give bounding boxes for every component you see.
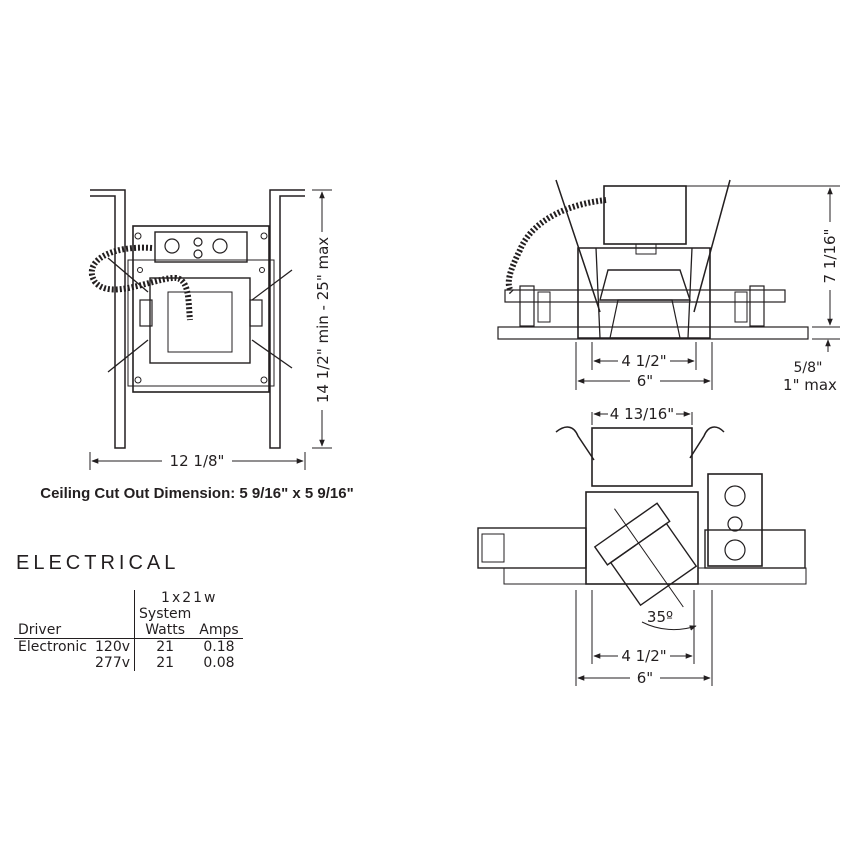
table-row: 277v 21 0.08 bbox=[14, 655, 243, 671]
voltage-cell: 120v bbox=[95, 639, 131, 655]
watts-header: Watts bbox=[134, 622, 196, 639]
side-height-label: 7 1/16" bbox=[821, 229, 839, 284]
watts-cell: 21 bbox=[134, 638, 196, 655]
driver-cell: Electronic bbox=[18, 639, 88, 655]
ceiling-max-label: 1" max bbox=[783, 376, 837, 394]
ceiling-min-label: 5/8" bbox=[794, 360, 823, 376]
tilt-outer-width-label: 6" bbox=[637, 669, 653, 687]
tilt-angle-label: 35º bbox=[647, 608, 673, 626]
table-row: System bbox=[14, 606, 243, 622]
side-outer-width-label: 6" bbox=[637, 372, 653, 390]
plan-width-label: 12 1/8" bbox=[170, 452, 225, 470]
electrical-table: 1x21w System Driver Watts Amps Electroni… bbox=[14, 590, 243, 671]
side-view: 4 1/2" 6" 7 1/16" 5/8" 1" max bbox=[497, 179, 840, 394]
system-header: System bbox=[134, 606, 196, 622]
amps-cell: 0.18 bbox=[203, 639, 235, 655]
plan-view: 12 1/8" 14 1/2" min - 25" max Ceiling Cu… bbox=[40, 189, 354, 502]
voltage-cell: 277v bbox=[95, 655, 131, 671]
electrical-title: ELECTRICAL bbox=[16, 552, 180, 574]
side-inner-width-label: 4 1/2" bbox=[621, 352, 666, 370]
tilt-inner-width-label: 4 1/2" bbox=[621, 647, 666, 665]
watts-cell: 21 bbox=[134, 655, 196, 671]
tilt-housing-width-label: 4 13/16" bbox=[610, 405, 674, 423]
cutout-caption: Ceiling Cut Out Dimension: 5 9/16" x 5 9… bbox=[40, 485, 353, 502]
driver-header: Driver bbox=[18, 622, 62, 638]
tilt-view: 4 13/16" 35º bbox=[477, 405, 807, 687]
table-row: 1x21w bbox=[14, 590, 243, 606]
plan-height-label: 14 1/2" min - 25" max bbox=[314, 237, 332, 403]
config-label: 1x21w bbox=[134, 590, 243, 606]
amps-header: Amps bbox=[199, 622, 239, 638]
driver-cell bbox=[14, 655, 91, 671]
table-row: Electronic 120v 21 0.18 bbox=[14, 638, 243, 655]
table-row: Driver Watts Amps bbox=[14, 622, 243, 639]
amps-cell: 0.08 bbox=[203, 655, 235, 671]
